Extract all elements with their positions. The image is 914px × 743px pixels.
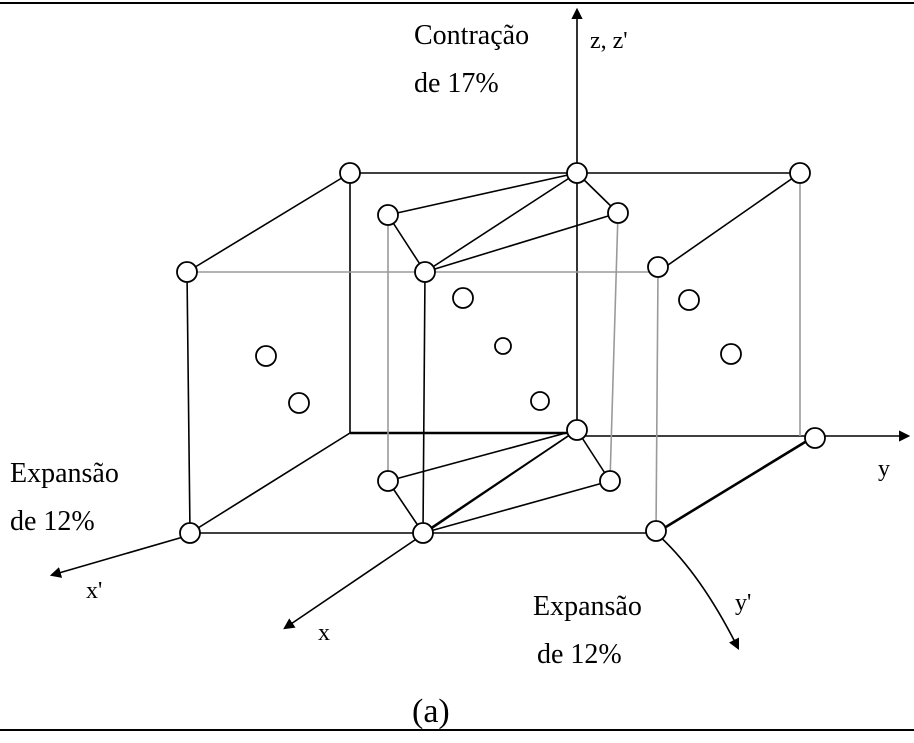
x-prime-axis — [49, 534, 191, 578]
bct-bottom-diag — [422, 429, 578, 534]
atom — [288, 392, 310, 414]
depth-edge-bottom-left — [189, 432, 351, 534]
front-middle-edge — [422, 271, 426, 534]
x-axis-label: x — [318, 620, 330, 646]
bct-top-back-left — [387, 172, 578, 216]
atom — [255, 345, 277, 367]
expansion-left-label-line1: Expansão — [10, 458, 119, 489]
y-prime-axis — [655, 532, 740, 651]
depth-edge-top-left — [186, 172, 351, 273]
bct-bottom-front-right — [422, 480, 611, 534]
bct-vert-right — [609, 212, 619, 482]
expansion-bottom-label-line2: de 12% — [537, 639, 622, 670]
atom — [179, 522, 201, 544]
atom — [566, 419, 588, 441]
depth-edge-top-right — [657, 172, 801, 273]
atom — [804, 427, 826, 449]
y-axis-label: y — [878, 456, 890, 482]
atom — [176, 261, 198, 283]
contraction-label-line2: de 17% — [414, 68, 499, 99]
atom — [720, 343, 742, 365]
x-prime-axis-label: x' — [86, 578, 102, 604]
figure-caption: (a) — [412, 693, 450, 730]
atom — [599, 470, 621, 492]
expansion-left-label-line2: de 12% — [10, 506, 95, 537]
atom — [377, 204, 399, 226]
z-axis-label: z, z' — [590, 28, 628, 54]
y-prime-axis-label: y' — [735, 590, 751, 616]
atom — [414, 261, 436, 283]
depth-edge-bottom-right — [655, 434, 816, 535]
atom — [377, 470, 399, 492]
bct-top-front-right — [424, 212, 619, 273]
bct-top-front-left — [387, 214, 426, 273]
atom — [647, 256, 669, 278]
atom — [645, 520, 667, 542]
atom — [530, 391, 550, 411]
bct-bottom-back-left — [387, 429, 578, 482]
atom — [339, 162, 361, 184]
expansion-bottom-label-line1: Expansão — [533, 591, 642, 622]
atom — [789, 162, 811, 184]
atom — [452, 287, 474, 309]
atom — [607, 202, 629, 224]
bct-top-diag — [424, 172, 578, 273]
atom — [678, 289, 700, 311]
atom — [494, 337, 512, 355]
contraction-label-line1: Contração — [414, 20, 529, 51]
atom — [566, 162, 588, 184]
atom — [412, 522, 434, 544]
front-right-edge — [655, 271, 659, 534]
front-left-edge — [186, 271, 191, 534]
